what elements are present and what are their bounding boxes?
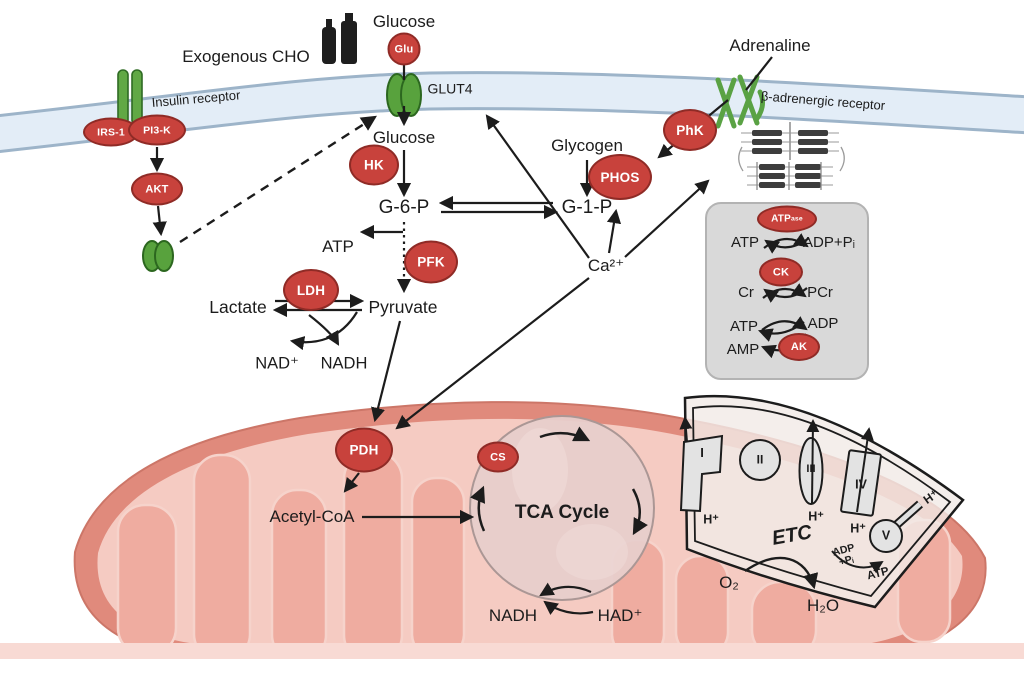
phk-badge: PhK	[663, 109, 717, 151]
hk-text: HK	[364, 157, 384, 173]
ck-text: CK	[772, 266, 790, 278]
pfk-badge: PFK	[404, 240, 458, 284]
glut4-vesicle-icon	[142, 240, 174, 272]
ldh-badge: LDH	[283, 269, 339, 311]
g1p-label: G-1-P	[561, 197, 613, 219]
ldh-text: LDH	[296, 282, 326, 298]
etc-wedge	[679, 394, 965, 609]
had-label: HAD⁺	[597, 606, 643, 626]
box-adp-label: ADP	[807, 315, 839, 333]
ak-badge: AK	[778, 333, 820, 361]
figure-bottom-strip	[0, 643, 1024, 659]
complex2-label: II	[756, 452, 764, 467]
sarcomere-icon	[738, 122, 845, 190]
complex5-label: V	[881, 528, 891, 543]
h-plus-c1-label: H⁺	[703, 512, 719, 527]
glu-text: Glu	[394, 43, 414, 55]
complex-V-icon	[869, 500, 923, 553]
complex-I-icon	[679, 434, 724, 513]
irs1-text: IRS-1	[97, 126, 125, 138]
phk-text: PhK	[676, 122, 704, 138]
complex-II-icon	[739, 439, 781, 481]
complex-III-icon	[798, 437, 824, 505]
nad-label: NAD⁺	[255, 354, 299, 373]
lactate-label: Lactate	[209, 296, 267, 317]
akt-text: AKT	[145, 183, 169, 195]
h-plus-c3-label: H⁺	[808, 509, 824, 524]
adrenaline-label: Adrenaline	[729, 36, 811, 56]
glut4-transporter-icon	[386, 73, 422, 117]
pfk-text: PFK	[417, 254, 445, 270]
hk-badge: HK	[349, 144, 399, 186]
box-amp-label: AMP	[726, 341, 760, 359]
box-atp1-label: ATP	[730, 234, 760, 252]
atpase-main-text: ATP	[771, 213, 791, 225]
ck-badge: CK	[759, 257, 803, 287]
o2-label: O₂	[719, 573, 739, 593]
nadh-mito-label: NADH	[488, 606, 538, 626]
drink-bottles-icon	[322, 13, 357, 64]
complex3-label: III	[806, 463, 816, 476]
cs-badge: CS	[477, 441, 519, 473]
pi3k-badge: PI3-K	[128, 114, 186, 146]
pdh-text: PDH	[349, 442, 379, 458]
glut4-label: GLUT4	[427, 80, 473, 97]
h2o-label: H₂O	[806, 596, 840, 616]
g6p-label: G-6-P	[378, 197, 430, 219]
phos-badge: PHOS	[588, 154, 652, 200]
glycogen-label: Glycogen	[551, 136, 623, 156]
atp-glycolysis-label: ATP	[322, 237, 354, 257]
glu-enzyme-badge: Glu	[387, 32, 421, 66]
glucose-top-label: Glucose	[372, 12, 436, 32]
phos-text: PHOS	[600, 169, 640, 185]
h-plus-c4-label: H⁺	[850, 521, 866, 536]
tca-cycle-label: TCA Cycle	[514, 502, 610, 524]
box-pcr-label: PCr	[807, 284, 833, 302]
calcium-label: Ca²⁺	[587, 256, 625, 276]
pi3k-text: PI3-K	[143, 124, 171, 136]
box-cr-label: Cr	[738, 284, 754, 302]
exogenous-cho-label: Exogenous CHO	[182, 47, 310, 67]
akt-badge: AKT	[131, 172, 183, 206]
cs-text: CS	[490, 451, 506, 463]
pyruvate-label: Pyruvate	[368, 296, 438, 317]
acetyl-coa-label: Acetyl-CoA	[269, 507, 355, 527]
bottom-margin	[0, 659, 1024, 676]
pdh-badge: PDH	[335, 427, 393, 473]
glucose-inner-label: Glucose	[372, 128, 436, 148]
cristae	[116, 450, 952, 664]
complex4-label: IV	[855, 477, 867, 492]
ak-text: AK	[790, 341, 808, 353]
atpase-sub-text: ase	[790, 215, 803, 223]
box-adp-pi-label: ADP+Pᵢ	[803, 234, 855, 252]
nadh-glycolysis-label: NADH	[320, 354, 368, 373]
energy-systems-box	[705, 202, 869, 380]
pathway-arrows	[149, 56, 819, 616]
complex1-label: I	[700, 445, 704, 461]
box-atp2-label: ATP	[729, 318, 759, 336]
